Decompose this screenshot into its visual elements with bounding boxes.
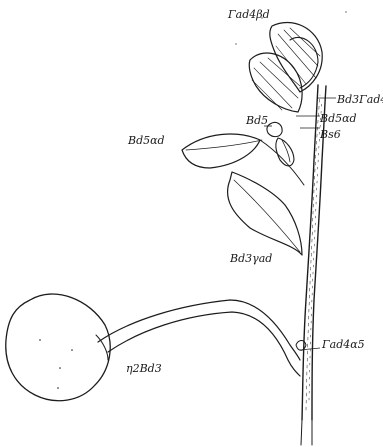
label-cotyledon: η2Bd3 <box>126 362 162 375</box>
label-right-upper: Bd3Γad4 <box>336 93 383 106</box>
label-lower-right: Γad4α5 <box>321 338 365 351</box>
middle-leaf <box>228 172 302 255</box>
label-d5: Bd5 <box>245 114 268 127</box>
cotyledon <box>6 294 110 401</box>
bud-cluster <box>267 122 294 166</box>
left-leaf <box>182 134 262 168</box>
root <box>301 420 312 445</box>
top-leaves <box>249 22 322 112</box>
label-top: Γad4βd <box>227 8 270 21</box>
label-d5-left: Bd5αd <box>127 134 165 147</box>
label-s6: Bs6 <box>319 128 341 141</box>
label-d5-right: Bd5αd <box>319 112 357 125</box>
label-mid: Bd3γad <box>229 252 272 265</box>
